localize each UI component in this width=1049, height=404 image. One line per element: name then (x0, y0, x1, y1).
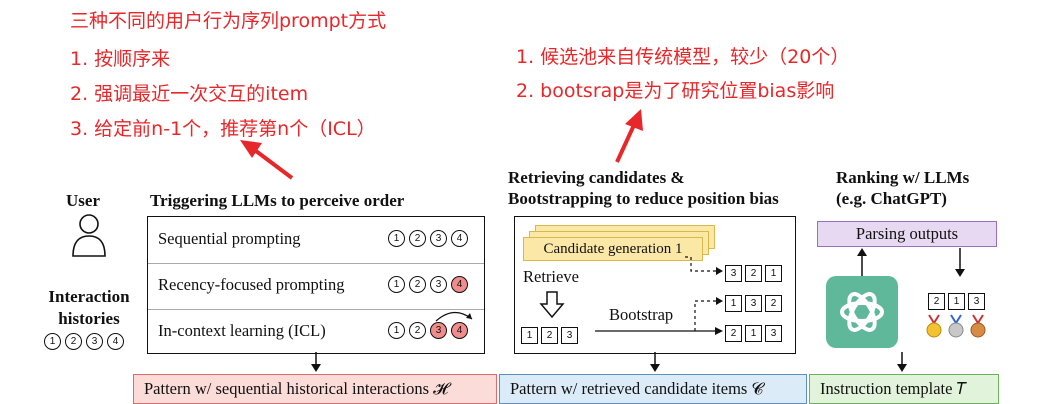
candidate-item: 1 (765, 265, 782, 282)
bootstrap-label: Bootstrap (609, 305, 674, 324)
bronze-medal-icon (970, 314, 986, 338)
annotation-left-1: 1. 按顺序来 (70, 48, 171, 70)
order-item: 2 (409, 275, 426, 293)
prompt-label: In-context learning (ICL) (158, 321, 326, 340)
arrow-to-right-notes (615, 109, 643, 163)
order-item: 3 (430, 229, 447, 247)
medal-icons (926, 314, 986, 338)
annotation-left-3: 3. 给定前n-1个，推荐第n个（ICL） (70, 118, 376, 140)
candidate-item: 1 (725, 295, 742, 312)
history-item: 1 (44, 332, 61, 350)
arrow-to-left-notes (240, 140, 294, 180)
candidate-item: 1 (745, 325, 762, 342)
order-item-highlight: 4 (451, 321, 468, 339)
ranking-arrows (857, 248, 965, 277)
candidate-item: 1 (521, 327, 538, 344)
interaction-histories-label: Interaction histories (48, 287, 130, 329)
retrieve-arrow-icon (539, 291, 565, 319)
history-item: 4 (107, 332, 124, 350)
annotation-right-1: 1. 候选池来自传统模型，较少（20个） (516, 46, 850, 68)
user-icon (72, 214, 106, 257)
annotation-left-2: 2. 强调最近一次交互的item (70, 83, 309, 105)
candidate-item: 3 (561, 327, 578, 344)
icl-curve-arrow (435, 311, 473, 322)
down-arrows (311, 352, 907, 372)
annotation-right-2: 2. bootsrap是为了研究位置bias影响 (516, 80, 835, 102)
ranked-item: 2 (928, 293, 945, 310)
order-item: 1 (388, 275, 405, 293)
user-header: User (66, 191, 100, 210)
pattern-historical-bar: Pattern w/ sequential historical interac… (133, 374, 497, 404)
history-item: 2 (65, 332, 82, 350)
order-item: 1 (388, 229, 405, 247)
order-item: 2 (409, 229, 426, 247)
order-item: 1 (388, 321, 405, 339)
candidate-item: 2 (541, 327, 558, 344)
order-item: 4 (451, 229, 468, 247)
retrieve-label: Retrieve (523, 267, 579, 286)
order-item: 2 (409, 321, 426, 339)
prompt-label: Recency-focused prompting (158, 275, 345, 294)
candidate-item: 2 (725, 325, 742, 342)
ranked-item: 1 (948, 293, 965, 310)
parsing-outputs-box: Parsing outputs (817, 221, 997, 247)
silver-medal-icon (948, 314, 964, 338)
bootstrap-arrows (595, 256, 723, 335)
instruction-template-bar: Instruction template 𝑇 (809, 374, 999, 404)
order-item-highlight: 3 (430, 321, 447, 339)
annotation-left-title: 三种不同的用户行为序列prompt方式 (70, 10, 387, 32)
ranked-item: 3 (968, 293, 985, 310)
candidate-item: 2 (765, 295, 782, 312)
order-item-highlight: 4 (451, 275, 468, 293)
pattern-candidates-bar: Pattern w/ retrieved candidate items 𝓒 (499, 374, 807, 404)
candidate-item: 3 (765, 325, 782, 342)
order-item: 3 (430, 275, 447, 293)
candidate-item: 3 (725, 265, 742, 282)
candidate-generation-label: Candidate generation 1 (523, 237, 703, 261)
ranking-header: Ranking w/ LLMs (e.g. ChatGPT) (836, 168, 970, 209)
chatgpt-logo-icon (826, 276, 898, 348)
prompt-label: Sequential prompting (158, 229, 301, 248)
candidate-item: 2 (745, 265, 762, 282)
gold-medal-icon (926, 314, 942, 338)
retrieve-header: Retrieving candidates & Bootstrapping to… (508, 168, 779, 209)
trigger-header: Triggering LLMs to perceive order (150, 191, 405, 210)
history-item: 3 (86, 332, 103, 350)
candidate-item: 3 (745, 295, 762, 312)
